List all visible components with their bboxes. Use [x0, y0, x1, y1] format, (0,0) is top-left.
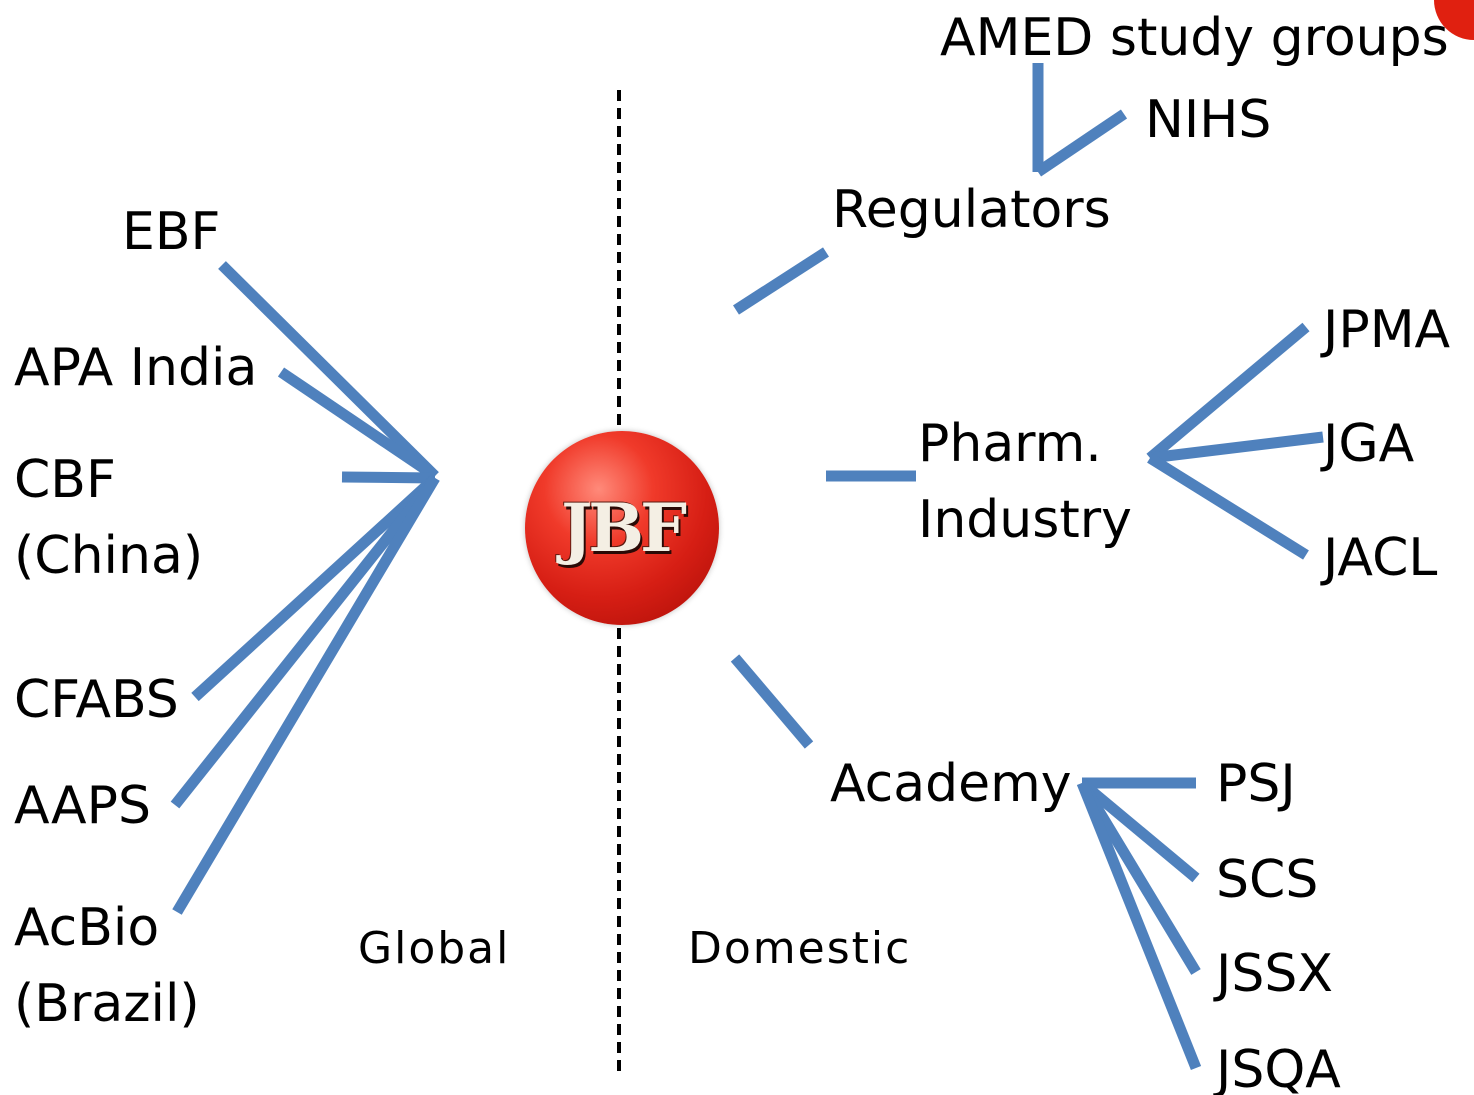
region-global-label: Global [358, 923, 511, 974]
connector-nihs [1034, 109, 1128, 177]
connector-cbf [341, 471, 436, 484]
member-scs: SCS [1216, 850, 1319, 910]
connector-ebf [218, 261, 439, 480]
member-jssx: JSSX [1216, 944, 1333, 1004]
connector-jacl [1147, 453, 1309, 560]
connector-apa-india [277, 367, 439, 481]
org-cfabs: CFABS [14, 670, 179, 730]
member-amed-study-groups: AMED study groups [940, 8, 1449, 68]
org-ebf: EBF [122, 202, 221, 262]
jbf-logo: JBF [525, 431, 719, 625]
group-regulators: Regulators [832, 180, 1111, 240]
org-aaps: AAPS [14, 776, 151, 836]
connector-cfabs [191, 473, 439, 702]
org-apa-india: APA India [14, 338, 258, 398]
connector-academy [730, 654, 814, 749]
jbf-logo-text: JBF [561, 489, 687, 567]
member-jpma: JPMA [1323, 300, 1451, 360]
connector-regulators [733, 247, 829, 315]
member-psj: PSJ [1216, 754, 1296, 814]
connector-jssx [1077, 780, 1201, 975]
connector-jga [1149, 431, 1324, 464]
member-jsqa: JSQA [1216, 1040, 1341, 1095]
connector-jpma [1146, 322, 1310, 463]
region-domestic-label: Domestic [688, 923, 912, 974]
org-cbf-china: CBF (China) [14, 450, 204, 586]
member-jga: JGA [1323, 414, 1415, 474]
connector-aaps [170, 474, 440, 809]
member-nihs: NIHS [1145, 90, 1272, 150]
connector-scs [1078, 778, 1200, 883]
connector-acbio [172, 475, 440, 915]
member-jacl: JACL [1323, 528, 1438, 588]
org-acbio-brazil: AcBio (Brazil) [14, 898, 200, 1034]
group-academy: Academy [830, 754, 1072, 814]
connector-jsqa [1076, 780, 1202, 1071]
group-pharm-industry: Pharm. Industry [918, 414, 1132, 550]
